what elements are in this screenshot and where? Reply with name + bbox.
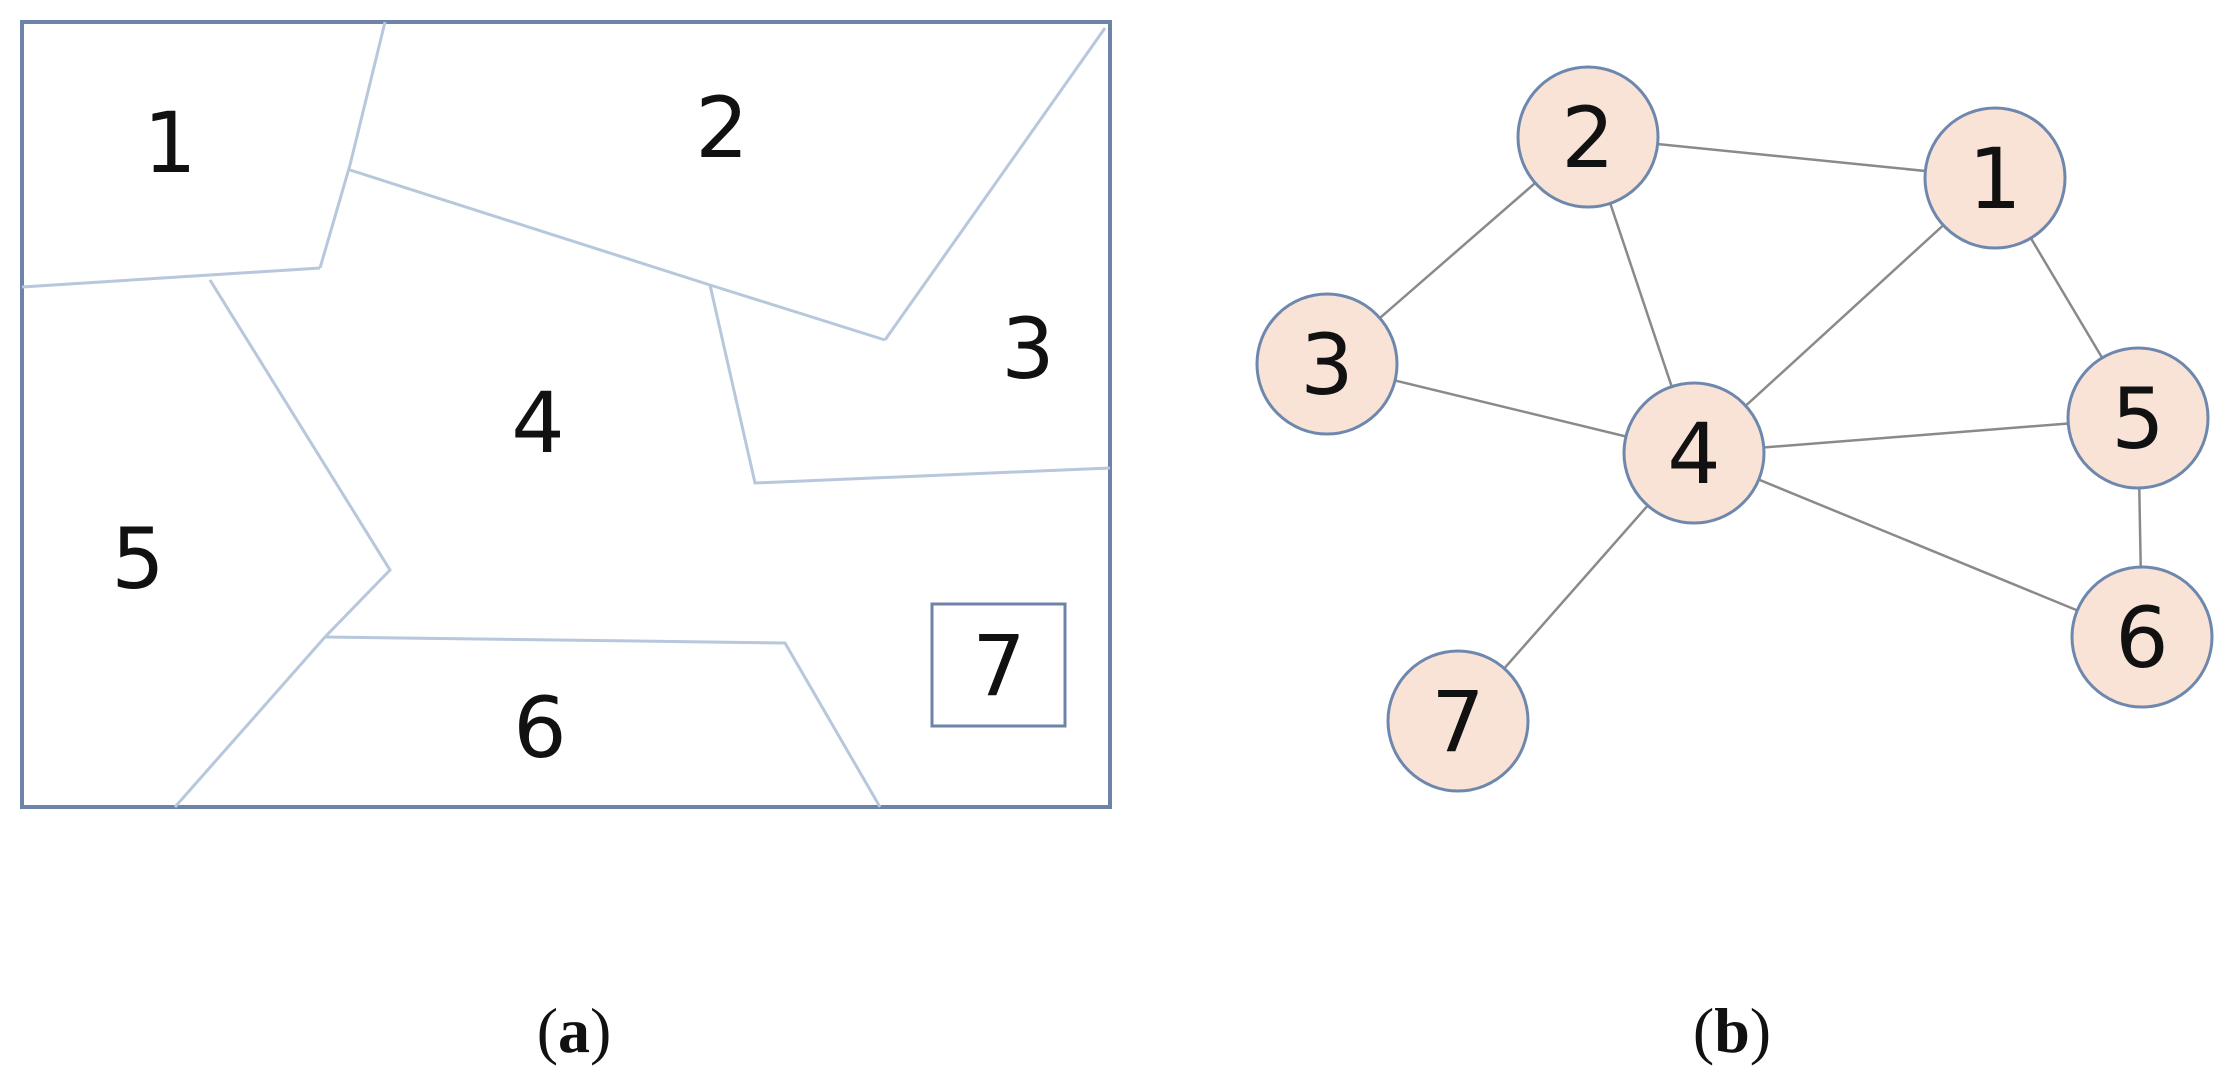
node-7: 7 <box>1386 649 1530 793</box>
node-label-6: 6 <box>2115 589 2168 687</box>
region-label-3: 3 <box>1001 300 1054 398</box>
edge-4-6 <box>1693 451 2143 639</box>
graph-nodes: 1 2 3 4 5 6 7 <box>1255 65 2214 793</box>
boundary-2-4 <box>349 168 886 342</box>
boundary-5-6 <box>173 636 327 808</box>
boundary-1-2 <box>318 21 387 269</box>
region-label-4: 4 <box>511 374 564 472</box>
node-3: 3 <box>1255 292 1399 436</box>
boundary-2-3 <box>883 27 1107 341</box>
node-label-2: 2 <box>1561 89 1614 187</box>
edge-4-5 <box>1693 416 2139 455</box>
region-label-1: 1 <box>143 94 196 192</box>
node-5: 5 <box>2066 346 2210 490</box>
node-circle-4 <box>1622 381 1766 525</box>
node-circle-6 <box>2070 565 2214 709</box>
region-label-6: 6 <box>513 679 566 777</box>
region-label-2: 2 <box>695 79 748 177</box>
caption-b: (b) <box>1693 995 1771 1066</box>
node-circle-1 <box>1923 106 2067 250</box>
region-label-5: 5 <box>111 510 164 608</box>
caption-a: (a) <box>537 995 612 1066</box>
node-label-1: 1 <box>1968 130 2021 228</box>
node-1: 1 <box>1923 106 2067 250</box>
node-label-4: 4 <box>1667 405 1720 503</box>
panel-b-graph: 1 2 3 4 5 6 7 (b) <box>1255 65 2214 1066</box>
boundary-4-5 <box>208 279 392 639</box>
node-6: 6 <box>2070 565 2214 709</box>
boundary-3-4 <box>708 284 1111 485</box>
node-label-7: 7 <box>1431 673 1484 771</box>
panel-a-map: 1 2 3 4 5 6 7 (a) <box>20 20 1112 1066</box>
node-label-5: 5 <box>2111 370 2164 468</box>
node-circle-3 <box>1255 292 1399 436</box>
node-2: 2 <box>1516 65 1660 209</box>
node-circle-2 <box>1516 65 1660 209</box>
node-circle-5 <box>2066 346 2210 490</box>
node-4: 4 <box>1622 381 1766 525</box>
node-circle-7 <box>1386 649 1530 793</box>
region-7-enclave <box>930 602 1067 728</box>
node-label-3: 3 <box>1300 316 1353 414</box>
boundary-4-6 <box>324 635 882 808</box>
region-label-7: 7 <box>972 617 1025 715</box>
map-frame <box>20 20 1112 809</box>
boundary-1-4-5 <box>21 266 321 289</box>
